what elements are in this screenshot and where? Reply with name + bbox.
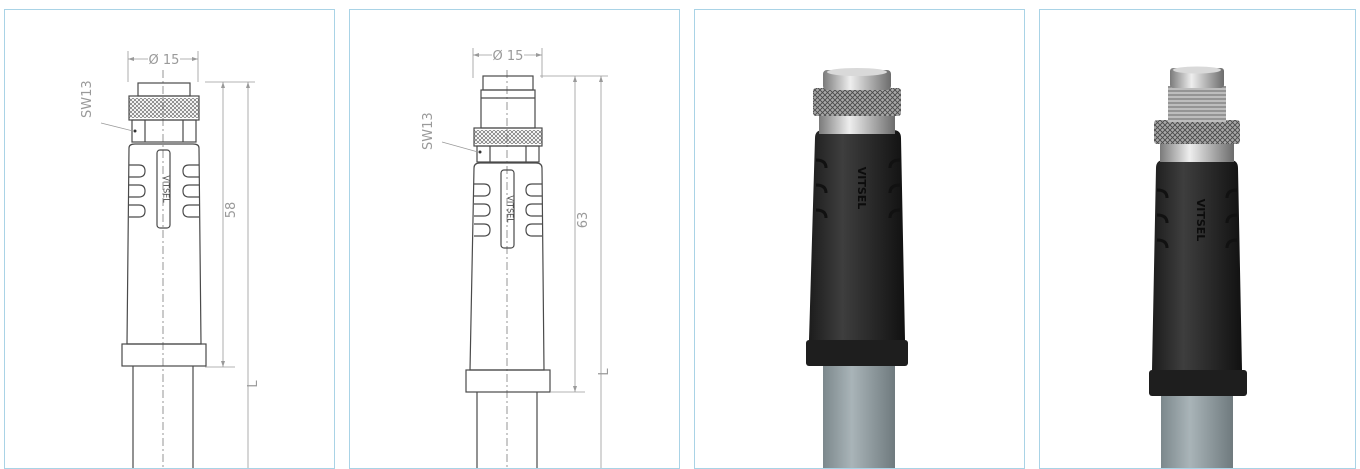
brand-text: VITSEL	[506, 195, 515, 223]
female-connector-photo: VITSEL	[806, 68, 908, 468]
front-thread	[482, 75, 534, 91]
drawing-panel-male: Ø 15 SW13 VITSEL 63	[349, 9, 680, 469]
brand-text: VITSEL	[855, 167, 868, 210]
connector-body	[126, 143, 202, 345]
brand-text: VITSEL	[1194, 199, 1207, 242]
cable	[823, 362, 895, 468]
brand-plate	[156, 149, 171, 229]
diameter-label: Ø 15	[493, 49, 524, 64]
end-sleeve	[806, 340, 908, 366]
length-label: 63	[576, 212, 591, 229]
knurled-nut	[1154, 120, 1240, 144]
brand-text: VITSEL	[162, 175, 171, 203]
hex-nut	[819, 114, 895, 134]
cable	[1161, 394, 1233, 468]
end-sleeve	[121, 343, 207, 367]
wrench-size-label: SW13	[421, 112, 436, 150]
connector-body	[1152, 160, 1242, 370]
hex-nut	[476, 145, 540, 163]
photo-panel-male: VITSEL	[1039, 9, 1356, 469]
front-cap	[137, 82, 191, 97]
end-sleeve	[465, 369, 551, 393]
photo-panel-female: VITSEL	[694, 9, 1025, 469]
hex-nut	[1160, 142, 1234, 162]
grip-grooves	[1156, 188, 1238, 249]
male-connector-drawing: Ø 15 SW13 VITSEL 63	[421, 48, 612, 468]
drawing-panel-female: Ø 15 SW13 VITSEL	[4, 9, 335, 469]
connector-body	[469, 162, 545, 371]
connector-body	[809, 130, 905, 340]
threaded-section	[1168, 86, 1226, 122]
brand-plate	[500, 169, 515, 249]
hex-nut	[131, 119, 197, 143]
end-sleeve	[1149, 370, 1247, 396]
front-face	[1170, 68, 1224, 88]
threaded-section	[480, 89, 536, 129]
length-label: 58	[224, 202, 239, 219]
female-connector-drawing: Ø 15 SW13 VITSEL	[80, 51, 261, 468]
cable-length-label: L	[246, 380, 261, 388]
cable-length-label: L	[597, 368, 612, 376]
wrench-size-label: SW13	[80, 80, 95, 118]
grip-grooves	[815, 158, 901, 219]
male-connector-photo: VITSEL	[1149, 66, 1247, 468]
knurled-nut	[813, 88, 901, 116]
diameter-label: Ø 15	[149, 53, 180, 68]
